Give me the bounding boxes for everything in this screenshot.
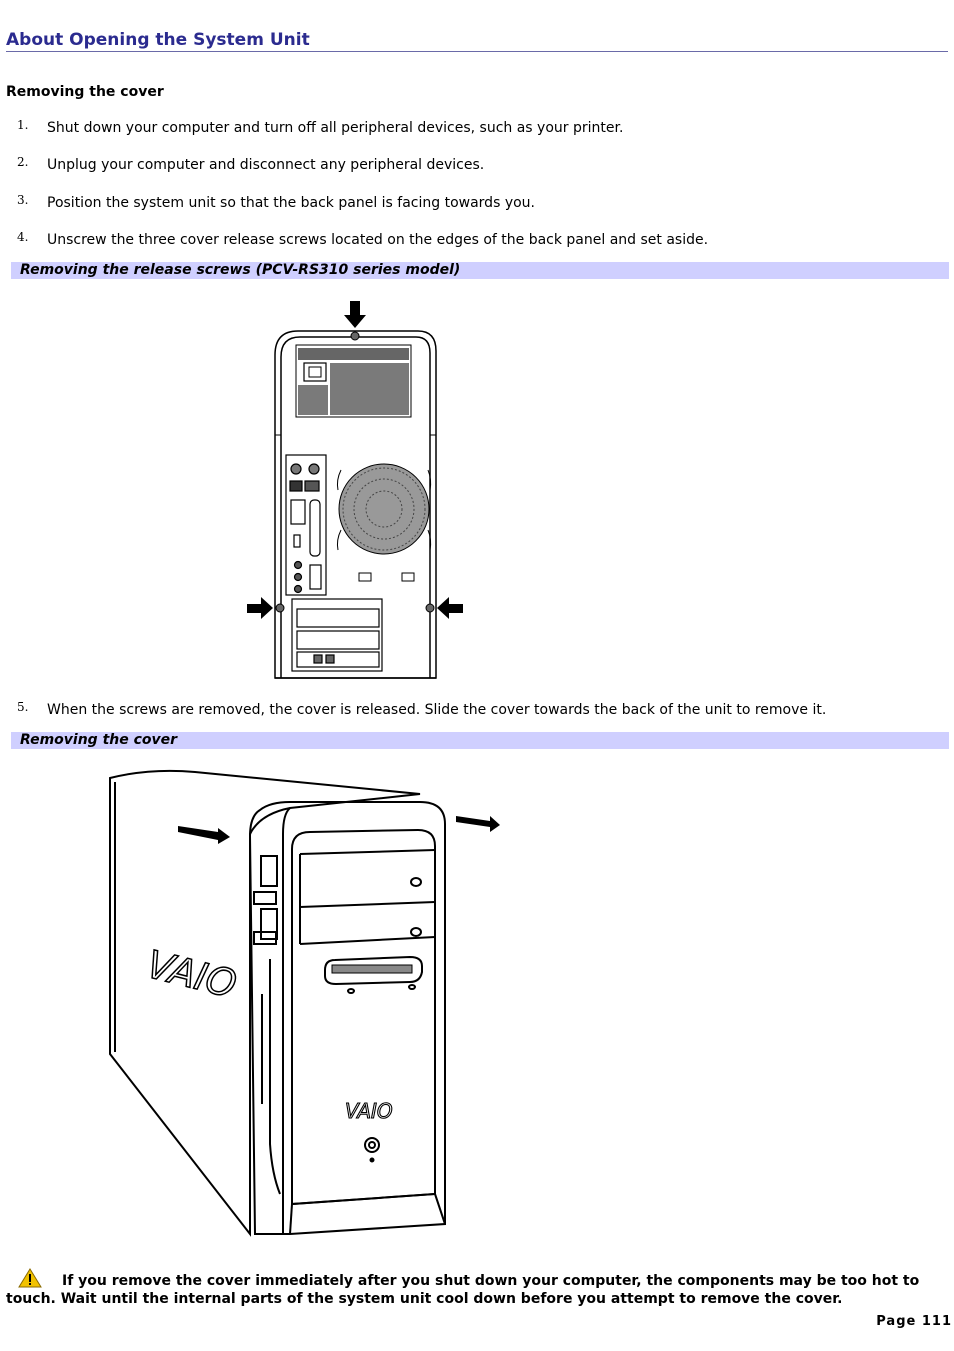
warning-text: If you remove the cover immediately afte… [6, 1273, 920, 1307]
step-text: Unscrew the three cover release screws l… [47, 232, 709, 248]
step-number: 4. [17, 230, 29, 244]
step-text: Unplug your computer and disconnect any … [47, 157, 485, 173]
arrow-right-icon [247, 597, 273, 619]
tower-cover-illustration: VAIO VAIO [109, 769, 500, 1237]
step-text: Position the system unit so that the bac… [47, 195, 535, 211]
arrow-right-icon [178, 826, 230, 844]
back-panel-illustration [247, 301, 463, 679]
step-number: 1. [17, 118, 29, 132]
step-text: When the screws are removed, the cover i… [47, 702, 827, 718]
warning-note: If you remove the cover immediately afte… [6, 1268, 936, 1308]
arrow-down-icon [344, 301, 366, 328]
step-number: 3. [17, 193, 29, 207]
figure-caption-text: Removing the release screws (PCV-RS310 s… [20, 262, 461, 278]
arrow-left-icon [437, 597, 463, 619]
vaio-front-logo: VAIO [345, 1099, 393, 1123]
vaio-side-logo: VAIO [142, 942, 240, 1007]
arrow-right-icon [456, 816, 500, 832]
figure-caption-text: Removing the cover [20, 732, 178, 748]
page-title: About Opening the System Unit [6, 29, 948, 52]
section-heading: Removing the cover [6, 84, 164, 100]
warning-icon [18, 1268, 42, 1288]
figure-caption: Removing the cover [11, 732, 949, 749]
page-number: Page 111 [876, 1314, 952, 1329]
step-number: 2. [17, 155, 29, 169]
step-text: Shut down your computer and turn off all… [47, 120, 624, 136]
step-number: 5. [17, 700, 29, 714]
figure-caption: Removing the release screws (PCV-RS310 s… [11, 262, 949, 279]
